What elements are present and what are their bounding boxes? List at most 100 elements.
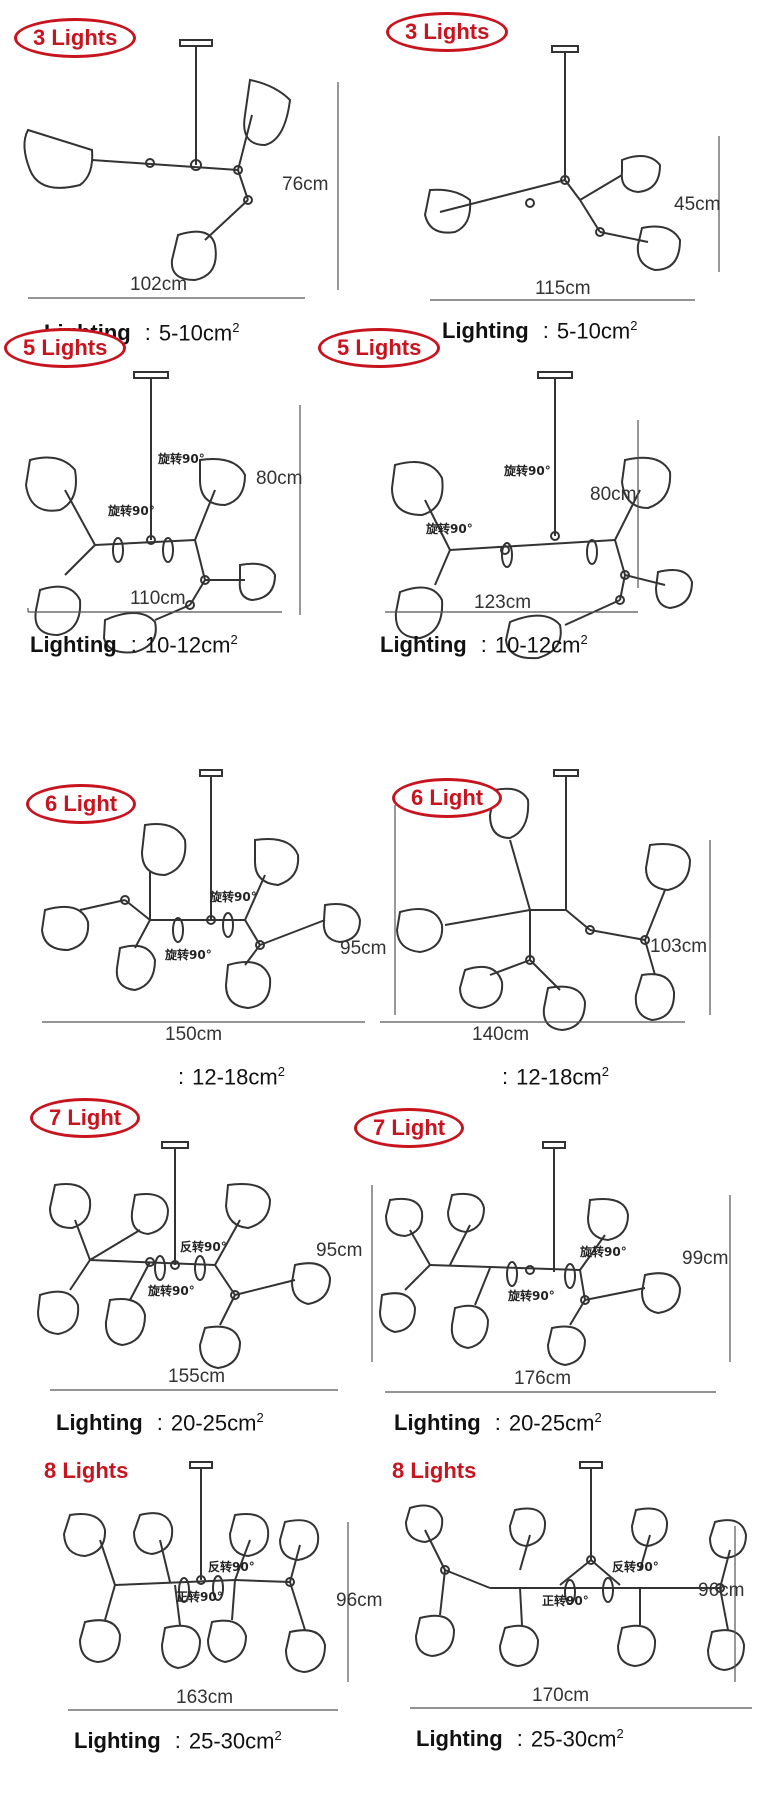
rotation-arrow-icon	[212, 1575, 224, 1601]
rotation-arrow-icon	[178, 1577, 190, 1603]
light-count-badge: 7 Light	[30, 1098, 141, 1138]
glass-shade-icon	[132, 1512, 174, 1556]
glass-shade-icon	[395, 908, 444, 954]
chandelier-drawing-7-light-b	[378, 1141, 731, 1393]
glass-shade-icon	[458, 966, 504, 1010]
glass-shade-icon	[78, 1619, 122, 1664]
lighting-area-value: 10-12cm	[144, 632, 231, 658]
glass-shade-icon	[644, 843, 692, 892]
width-dimension: 115cm	[535, 278, 591, 299]
glass-shade-icon	[384, 1197, 424, 1238]
product-cell-8-lights-a: 8 Lights 反转90° 正转90° 96cm 163cm Lighting…	[0, 1458, 383, 1793]
glass-shade-icon	[620, 456, 672, 510]
glass-shade-icon	[34, 585, 82, 637]
height-dimension: 96cm	[698, 1580, 745, 1601]
lighting-area-value: 20-25cm	[508, 1410, 595, 1436]
glass-shade-icon	[546, 1325, 587, 1367]
chandelier-drawing-3-lights-b	[423, 45, 720, 301]
lighting-area: :12-18cm2	[178, 1064, 285, 1090]
glass-shade-icon	[278, 1519, 320, 1562]
lighting-area: Lighting:10-12cm2	[380, 632, 588, 658]
width-dimension: 155cm	[168, 1366, 226, 1387]
glass-shade-icon	[284, 1629, 327, 1674]
glass-shade-icon	[488, 787, 530, 840]
rotation-arrow-icon	[162, 537, 174, 563]
light-count-badge: 3 Lights	[14, 18, 137, 58]
rotation-note: 旋转90°	[504, 464, 551, 478]
product-cell-3-lights-a: 3 Lights 76cm 102cm Lighting:5-10cm2	[0, 0, 380, 360]
rotation-arrow-icon	[564, 1263, 576, 1289]
glass-shade-icon	[322, 903, 362, 944]
glass-shade-icon	[504, 614, 562, 660]
lighting-area-value: 12-18cm	[516, 1064, 602, 1090]
chandelier-drawing-7-light-a	[36, 1141, 373, 1391]
lighting-label: Lighting	[416, 1726, 503, 1752]
glass-shade-icon	[378, 1292, 417, 1334]
ceiling-canopy-icon	[161, 1141, 189, 1149]
glass-shade-icon	[62, 1513, 107, 1558]
chandelier-drawing-5-lights-a	[24, 371, 301, 654]
rotation-note: 反转90°	[208, 1560, 255, 1574]
glass-shade-icon	[586, 1198, 630, 1242]
lighting-area: Lighting:5-10cm2	[442, 318, 638, 344]
height-dimension: 96cm	[336, 1590, 383, 1611]
glass-shade-icon	[508, 1507, 547, 1548]
rotation-arrow-icon	[501, 542, 513, 568]
width-dimension: 123cm	[474, 592, 532, 613]
ceiling-canopy-icon	[179, 39, 213, 47]
width-dimension: 150cm	[165, 1024, 223, 1045]
lighting-area: Lighting:25-30cm2	[74, 1728, 282, 1754]
rotation-note: 正转90°	[176, 1590, 223, 1604]
glass-shade-icon	[48, 1183, 92, 1230]
height-dimension: 95cm	[340, 938, 387, 959]
rotation-arrow-icon	[154, 1255, 166, 1281]
lighting-area-value: 5-10cm	[158, 320, 233, 346]
glass-shade-icon	[36, 1290, 80, 1336]
rotation-arrow-icon	[564, 1579, 576, 1605]
glass-shade-icon	[224, 1183, 272, 1230]
lighting-area: :12-18cm2	[502, 1064, 609, 1090]
height-dimension: 76cm	[282, 174, 329, 195]
lighting-label: Lighting	[56, 1410, 143, 1436]
rotation-arrow-icon	[586, 539, 598, 565]
ceiling-canopy-icon	[553, 769, 579, 777]
glass-shade-icon	[620, 155, 662, 194]
rotation-arrow-icon	[172, 917, 184, 943]
width-dimension: 163cm	[176, 1687, 234, 1708]
glass-shade-icon	[243, 78, 292, 147]
rotation-note: 旋转90°	[508, 1289, 555, 1303]
chandelier-drawing-8-lights-a	[62, 1461, 349, 1711]
glass-shade-icon	[654, 569, 694, 610]
rotation-arrow-icon	[112, 537, 124, 563]
product-cell-7-light-a: 7 Light 反转90° 旋转90° 95cm 155cm Lighting:…	[0, 1098, 380, 1460]
lighting-area-value: 25-30cm	[530, 1726, 617, 1752]
ceiling-canopy-icon	[189, 1461, 213, 1469]
glass-shade-icon	[224, 961, 272, 1010]
glass-shade-icon	[104, 1298, 147, 1347]
height-dimension: 103cm	[650, 936, 708, 957]
lighting-area-value: 5-10cm	[556, 318, 631, 344]
glass-shade-icon	[630, 1507, 669, 1548]
glass-shade-icon	[24, 456, 77, 512]
glass-shade-icon	[640, 1272, 682, 1315]
rotation-note: 反转90°	[180, 1240, 227, 1254]
lighting-area-value: 12-18cm	[192, 1064, 278, 1090]
chandelier-drawing-8-lights-b	[404, 1461, 752, 1709]
rotation-note: 旋转90°	[165, 948, 212, 962]
glass-shade-icon	[130, 1193, 170, 1236]
product-cell-8-lights-b: 8 Lights 反转90° 正转90° 96cm 170cm Lighting…	[380, 1458, 762, 1793]
glass-shade-icon	[542, 985, 587, 1032]
rotation-note: 旋转90°	[148, 1284, 195, 1298]
product-cell-6-light-b: 6 Light 103cm 140cm :12-18cm2	[380, 760, 762, 1100]
width-dimension: 102cm	[130, 274, 188, 295]
chandelier-drawing-5-lights-b	[385, 371, 694, 660]
glass-shade-icon	[170, 230, 217, 282]
glass-shade-icon	[708, 1519, 748, 1560]
glass-shade-icon	[423, 188, 472, 234]
rotation-note: 旋转90°	[210, 890, 257, 904]
glass-shade-icon	[199, 458, 247, 507]
rotation-arrow-icon	[506, 1261, 518, 1287]
lighting-label: Lighting	[30, 632, 117, 658]
light-count-badge: 5 Lights	[4, 328, 127, 368]
width-dimension: 140cm	[472, 1024, 530, 1045]
